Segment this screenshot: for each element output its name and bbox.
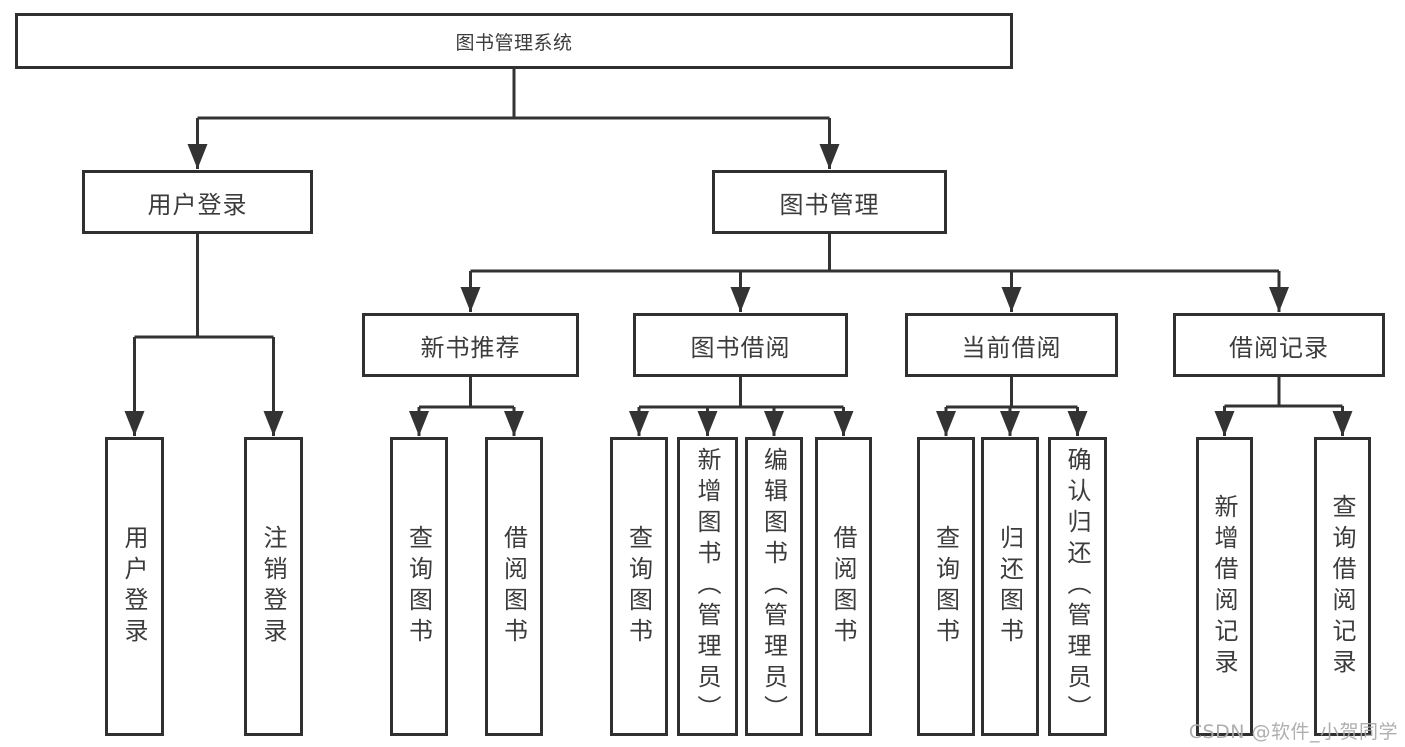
leaf-query-books-3: 查询图书	[917, 437, 975, 736]
node-borrowing-records: 借阅记录	[1173, 313, 1385, 377]
leaf-user-login-label: 用户登录	[120, 524, 148, 649]
leaf-query-books-1-label: 查询图书	[404, 524, 433, 649]
node-book-borrowing-label: 图书借阅	[690, 333, 791, 362]
leaf-add-book-admin: 新增图书（管理员）	[677, 437, 738, 736]
node-root-system: 图书管理系统	[15, 13, 1013, 69]
leaf-edit-book-admin: 编辑图书（管理员）	[745, 437, 803, 736]
csdn-watermark: CSDN @软件_小贺同学	[1188, 721, 1398, 743]
node-book-borrowing: 图书借阅	[633, 313, 848, 377]
leaf-query-borrow-record-label: 查询借阅记录	[1328, 493, 1356, 680]
leaf-edit-book-admin-label: 编辑图书（管理员）	[759, 447, 788, 726]
connector-userlogin-split	[134, 234, 274, 339]
leaf-user-login: 用户登录	[105, 437, 164, 736]
leaf-query-books-2-label: 查询图书	[624, 524, 653, 649]
leaf-add-book-admin-label: 新增图书（管理员）	[693, 447, 721, 726]
leaf-query-books-2: 查询图书	[610, 437, 668, 736]
leaf-confirm-return-admin-label: 确认归还（管理员）	[1063, 447, 1091, 726]
leaf-query-books-1: 查询图书	[390, 437, 448, 736]
node-book-management: 图书管理	[712, 170, 947, 234]
leaf-confirm-return-admin: 确认归还（管理员）	[1048, 437, 1107, 736]
node-book-management-label: 图书管理	[779, 190, 880, 219]
node-new-book-recommendation-label: 新书推荐	[420, 333, 521, 362]
leaf-query-books-3-label: 查询图书	[931, 524, 960, 649]
connector-newbook-split	[419, 377, 514, 409]
node-borrowing-records-label: 借阅记录	[1229, 333, 1329, 362]
node-current-borrowing: 当前借阅	[905, 313, 1118, 377]
node-new-book-recommendation: 新书推荐	[362, 313, 579, 377]
connector-bookborrow-split	[639, 377, 844, 409]
leaf-add-borrow-record: 新增借阅记录	[1196, 437, 1253, 736]
leaf-borrow-books-1-label: 借阅图书	[499, 524, 528, 649]
connector-root-split	[197, 69, 830, 120]
leaf-borrow-books-2: 借阅图书	[815, 437, 872, 736]
node-root-system-label: 图书管理系统	[455, 31, 573, 54]
leaf-borrow-books-2-label: 借阅图书	[829, 524, 857, 649]
leaf-borrow-books-1: 借阅图书	[485, 437, 543, 736]
node-current-borrowing-label: 当前借阅	[961, 333, 1062, 362]
leaf-logout-label: 注销登录	[259, 524, 287, 649]
leaf-return-book: 归还图书	[981, 437, 1039, 736]
node-user-login-label: 用户登录	[147, 190, 248, 219]
leaf-query-borrow-record: 查询借阅记录	[1314, 437, 1371, 736]
connector-borrowrecords-split	[1224, 377, 1343, 408]
leaf-return-book-label: 归还图书	[995, 524, 1024, 649]
node-user-login: 用户登录	[82, 170, 313, 234]
leaf-add-borrow-record-label: 新增借阅记录	[1210, 493, 1238, 680]
connector-bookmgmt-split	[470, 234, 1279, 273]
connector-currentborrow-split	[946, 377, 1078, 409]
leaf-logout: 注销登录	[244, 437, 303, 736]
